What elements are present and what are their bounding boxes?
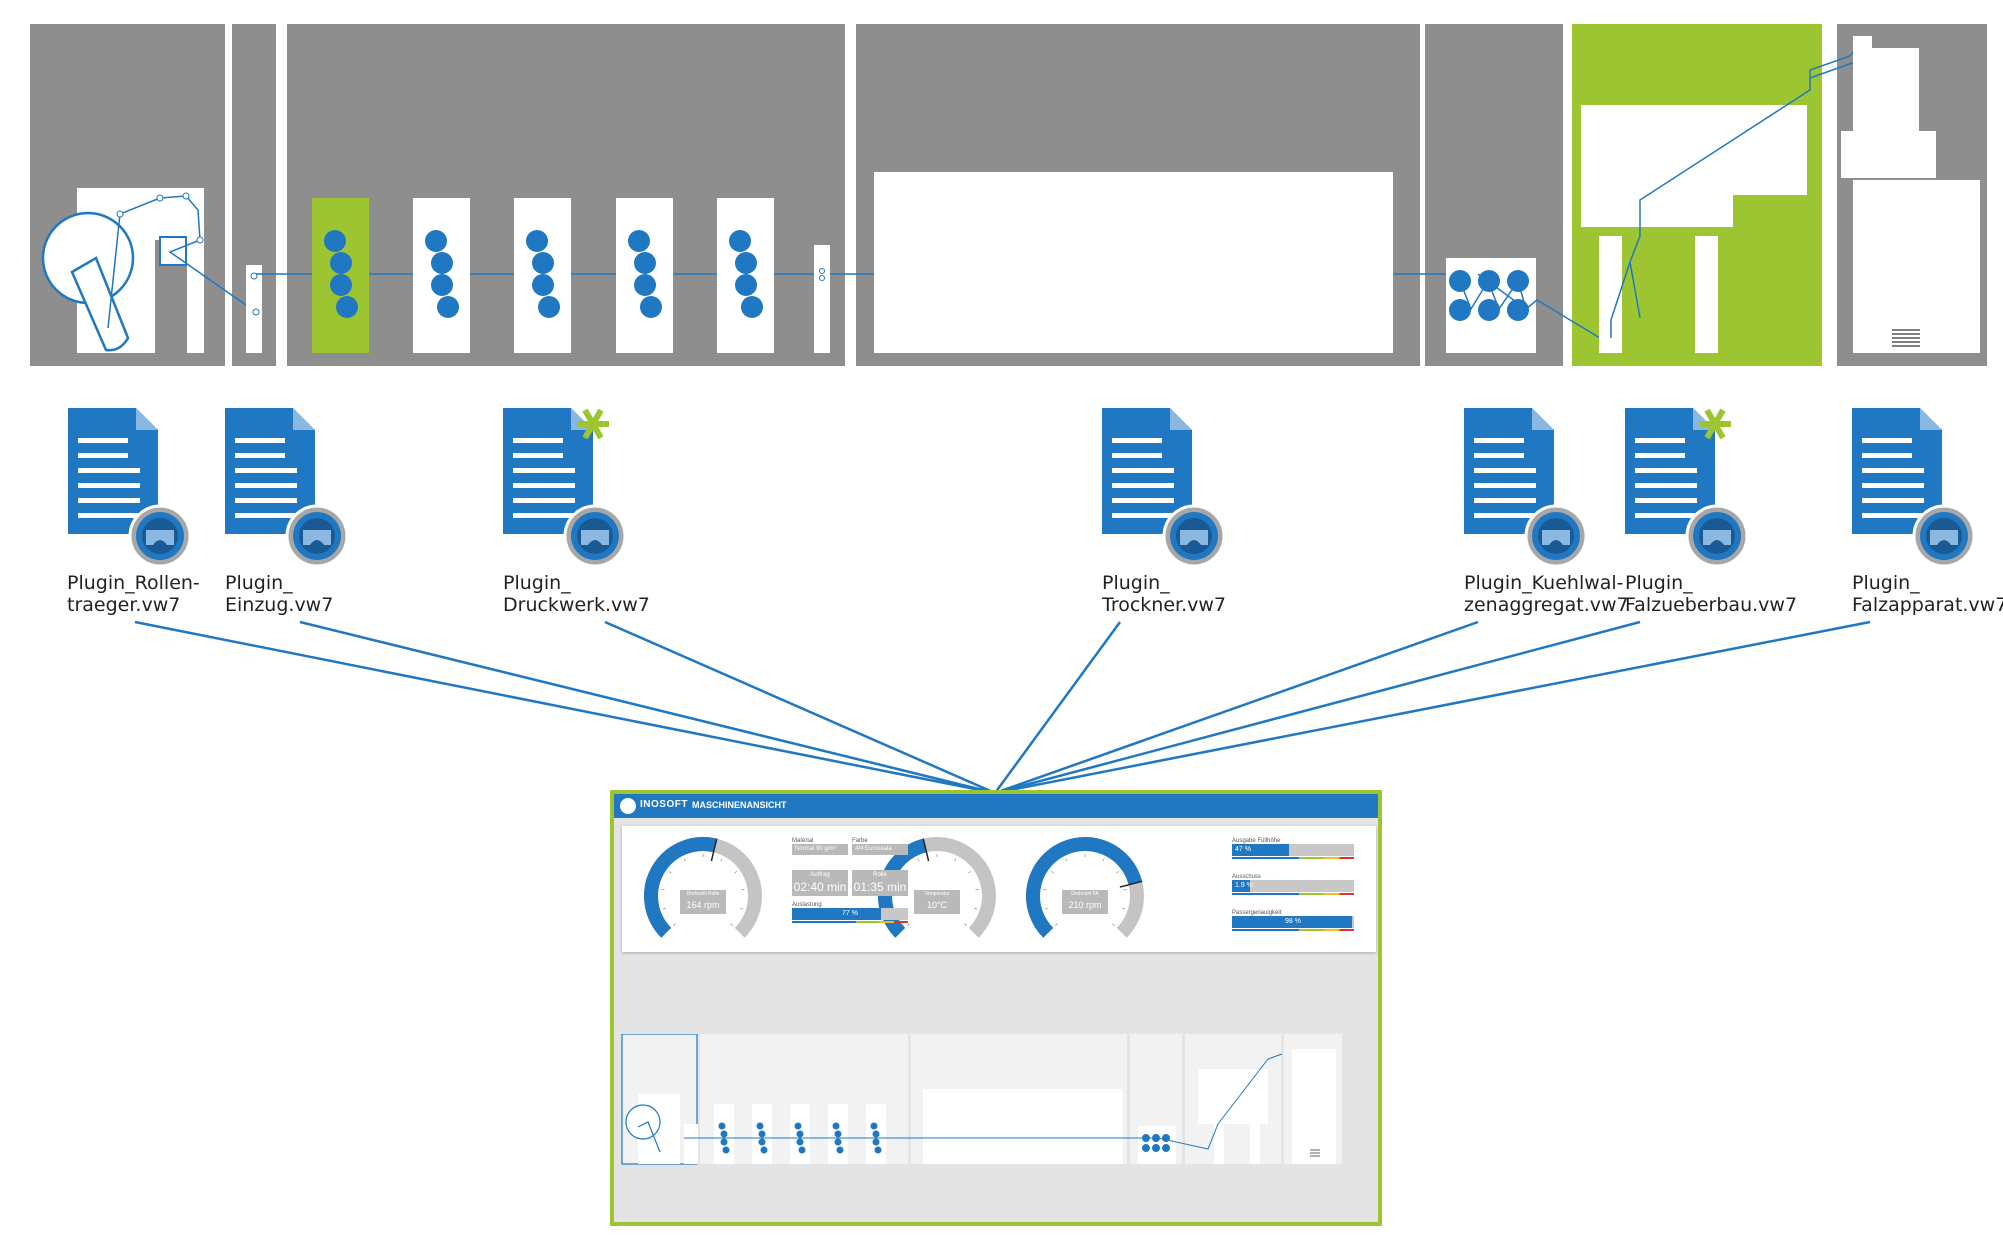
falzapparat-unit bbox=[1841, 36, 1980, 353]
fuellhoehe-meter: Ausgabe Füllhöhe 47 % bbox=[1232, 838, 1354, 859]
rollentraeger-unit bbox=[41, 188, 257, 353]
hmi-screen: INOSOFT MASCHINENANSICHT Drehzahl Rolle … bbox=[610, 790, 1382, 1226]
dashboard-panel: Drehzahl Rolle 164 rpm Temperatur 10°C D… bbox=[622, 826, 1376, 952]
gauge-tick bbox=[1065, 858, 1068, 862]
document-plugin-icon bbox=[503, 408, 627, 568]
ausschuss-meter: Ausschuss 1.9 % bbox=[1232, 874, 1354, 895]
gauge-tick bbox=[734, 870, 738, 874]
gauge-1-readout: Drehzahl Rolle 164 rpm bbox=[680, 890, 726, 914]
gauge-tick bbox=[1102, 858, 1105, 862]
gauge-tick bbox=[668, 870, 672, 874]
new-asterisk-icon bbox=[1699, 408, 1731, 440]
passergenauigkeit-fill bbox=[1232, 916, 1352, 928]
gauge-fill bbox=[644, 837, 717, 938]
document-plugin-icon bbox=[1625, 408, 1749, 568]
rolle-timer: Rolle 01:35 min bbox=[852, 870, 908, 896]
gauge-tick bbox=[1112, 923, 1115, 926]
plugin-label-einzug: Plugin_Einzug.vw7 bbox=[225, 572, 334, 616]
gauge-tick bbox=[1121, 907, 1126, 910]
gauge-tick bbox=[907, 923, 910, 926]
screen-title: MASCHINENANSICHT bbox=[692, 800, 787, 810]
plugin-label-rollentraeger: Plugin_Rollen-traeger.vw7 bbox=[67, 572, 200, 616]
kuehlwalzen-unit bbox=[1446, 258, 1601, 353]
ausschuss-fill bbox=[1232, 880, 1251, 892]
plugin-label-falzueberbau: Plugin_Falzueberbau.vw7 bbox=[1625, 572, 1798, 616]
plugin-label-druckwerk: Plugin_Druckwerk.vw7 bbox=[503, 572, 650, 616]
plugin-label-falzapparat: Plugin_Falzapparat.vw7 bbox=[1852, 572, 2003, 616]
plugin-connectors bbox=[134, 620, 1871, 795]
document-plugin-icon bbox=[68, 408, 192, 568]
document-plugin-icon bbox=[1852, 408, 1976, 568]
druckwerk-towers bbox=[312, 198, 830, 353]
gauge-tick bbox=[973, 907, 978, 910]
trockner-unit bbox=[874, 172, 1393, 353]
brand-name: INOSOFT bbox=[640, 799, 688, 810]
einzug-unit bbox=[246, 265, 262, 353]
gauge-tick bbox=[1055, 923, 1058, 926]
auftrag-timer: Auftrag 02:40 min bbox=[792, 870, 848, 896]
gauge-tick bbox=[1044, 907, 1049, 910]
document-plugin-icon bbox=[1464, 408, 1588, 568]
auslastung-meter: Auslastung 77 % bbox=[792, 902, 908, 923]
gauge-tick bbox=[739, 907, 744, 910]
document-plugin-icon bbox=[225, 408, 349, 568]
mini-machine-view bbox=[621, 1034, 1342, 1165]
auslastung-fill bbox=[792, 908, 882, 920]
gauge-tick bbox=[1050, 870, 1054, 874]
gauge-tick bbox=[964, 923, 967, 926]
gauge-needle bbox=[710, 838, 718, 862]
screen-title-bar: INOSOFT MASCHINENANSICHT bbox=[614, 794, 1378, 818]
document-plugin-icon bbox=[1102, 408, 1226, 568]
gauge-fill bbox=[1026, 837, 1143, 938]
plugin-label-kuehlwalzen: Plugin_Kuehlwal-zenaggregat.vw7 bbox=[1464, 572, 1629, 616]
new-asterisk-icon bbox=[577, 408, 609, 440]
gauge-tick bbox=[968, 870, 972, 874]
gauge-3-readout: Drehzahl FA 210 rpm bbox=[1062, 890, 1108, 914]
gauge-tick bbox=[917, 858, 920, 862]
gauge-needle bbox=[922, 838, 930, 862]
fuellhoehe-fill bbox=[1232, 844, 1290, 856]
inosoft-logo-icon bbox=[620, 798, 636, 814]
passergenauigkeit-meter: Passergenauigkeit 98 % bbox=[1232, 910, 1354, 931]
gauge-needle bbox=[1119, 880, 1143, 888]
gauge-tick bbox=[720, 858, 723, 862]
gauge-2-readout: Temperatur 10°C bbox=[914, 890, 960, 914]
farbe-field: Farbe 4/4 Euroskala bbox=[852, 838, 908, 855]
gauge-tick bbox=[730, 923, 733, 926]
plugin-label-trockner: Plugin_Trockner.vw7 bbox=[1102, 572, 1226, 616]
gauge-tick bbox=[662, 907, 667, 910]
gauge-tick bbox=[683, 858, 686, 862]
falzueberbau-unit bbox=[1581, 43, 1861, 353]
gauge-tick bbox=[954, 858, 957, 862]
gauge-tick bbox=[673, 923, 676, 926]
material-field: Material Normal 90 g/m² bbox=[792, 838, 848, 855]
gauge-tick bbox=[1116, 870, 1120, 874]
